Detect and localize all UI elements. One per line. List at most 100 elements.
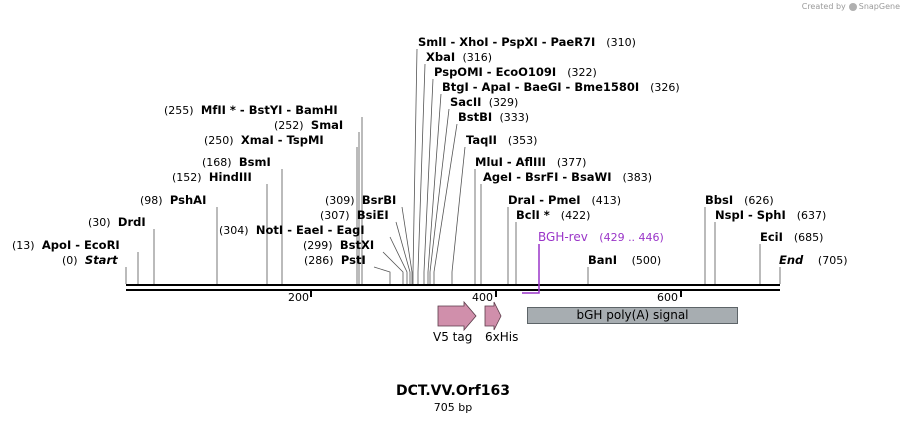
site-enzyme: BsiEI [356, 208, 389, 222]
site-enzyme: Start [84, 253, 118, 267]
site-enzyme: AgeI - BsrFI - BsaWI [483, 170, 612, 184]
v5-tag-label: V5 tag [433, 330, 473, 344]
site-enzyme: BclI * [516, 208, 550, 222]
site-pos: (307) [320, 209, 350, 222]
site-enzyme: BsrBI [361, 193, 397, 207]
site-ecii: EciI (685) [760, 230, 823, 245]
site-enzyme: ApoI - EcoRI [41, 238, 120, 252]
line-noti [389, 236, 408, 284]
site-pos: (322) [567, 66, 597, 79]
map-length: 705 bp [433, 401, 473, 414]
site-pos: (637) [796, 209, 827, 222]
site-pos: (316) [462, 51, 493, 64]
site-enzyme: PstI [340, 253, 366, 267]
site-drai: DraI - PmeI (413) [508, 193, 621, 208]
line-bsiei [395, 221, 411, 284]
site-pos: (250) [204, 134, 234, 147]
site-enzyme: End [779, 253, 804, 267]
site-enzyme: DrdI [117, 215, 146, 229]
tick-label-400: 400 [472, 291, 493, 304]
site-bani: BanI (500) [588, 253, 661, 268]
site-smai: (252) SmaI [274, 118, 343, 133]
map-title: DCT.VV.Orf163 [396, 383, 510, 399]
primer-arrow [522, 244, 540, 294]
site-sacii: SacII (329) [450, 95, 518, 110]
site-pos: (304) [219, 224, 249, 237]
line-sacii [429, 108, 450, 284]
site-pos: (252) [274, 119, 304, 132]
site-start: (0) Start [62, 253, 118, 268]
site-enzyme: BsmI [238, 155, 271, 169]
site-enzyme: SmlI - XhoI - PspXI - PaeR7I [418, 35, 596, 49]
site-enzyme: BstBI [458, 110, 493, 124]
site-drdi: (30) DrdI [88, 215, 146, 230]
site-pos: (30) [88, 216, 111, 229]
site-bsrbi: (309) BsrBI [325, 193, 396, 208]
site-nspi: NspI - SphI (637) [715, 208, 826, 223]
site-pos: (329) [488, 96, 519, 109]
site-enzyme: BbsI [705, 193, 734, 207]
site-enzyme: XmaI - TspMI [240, 133, 324, 147]
site-enzyme: BanI [588, 253, 617, 267]
site-bstxi: (299) BstXI [303, 238, 374, 253]
site-taqii: TaqII (353) [466, 133, 537, 148]
site-pos: (333) [499, 111, 530, 124]
primer-name: BGH-rev [538, 230, 588, 244]
site-enzyme: HindIII [208, 170, 252, 184]
cut-site-lines [125, 48, 781, 284]
site-hindiii: (152) HindIII [172, 170, 252, 185]
line-btgi [427, 93, 442, 284]
site-pos: (377) [556, 156, 587, 169]
site-bstbi: BstBI (333) [458, 110, 529, 125]
site-btgi: BtgI - ApaI - BaeGI - Bme1580I (326) [442, 80, 680, 95]
site-pos: (286) [304, 254, 334, 267]
site-pos: (0) [62, 254, 78, 267]
site-pos: (326) [650, 81, 680, 94]
site-enzyme: XbaI [426, 50, 456, 64]
site-enzyme: MfII * - BstYI - BamHI [200, 103, 338, 117]
site-pos: (353) [507, 134, 538, 147]
snapgene-logo-icon [848, 2, 857, 11]
site-enzyme: BstXI [339, 238, 375, 252]
site-pos: (98) [140, 194, 163, 207]
site-mlui: MluI - AflIII (377) [475, 155, 586, 170]
6xhis-label: 6xHis [485, 330, 519, 344]
site-pos: (383) [622, 171, 653, 184]
site-pos: (13) [12, 239, 35, 252]
site-pos: (152) [172, 171, 202, 184]
site-bamhi: (255) MfII * - BstYI - BamHI [164, 103, 338, 118]
v5-tag-arrow [437, 300, 477, 332]
credit-brand: SnapGene [858, 2, 900, 11]
line-pspomi [423, 78, 434, 284]
site-pos: (309) [325, 194, 355, 207]
site-enzyme: TaqII [466, 133, 497, 147]
site-pos: (500) [631, 254, 662, 267]
site-enzyme: SmaI [310, 118, 344, 132]
line-bstxi [382, 251, 404, 284]
site-agei: AgeI - BsrFI - BsaWI (383) [483, 170, 652, 185]
line-bstbi [433, 123, 458, 284]
site-enzyme: EciI [760, 230, 783, 244]
tick-label-200: 200 [288, 291, 309, 304]
site-bsiei: (307) BsiEI [320, 208, 389, 223]
site-pos: (310) [606, 36, 636, 49]
line-bsrbi [401, 206, 413, 284]
site-pos: (299) [303, 239, 333, 252]
site-end: End (705) [779, 253, 848, 268]
site-enzyme: PspOMI - EcoO109I [434, 65, 557, 79]
site-bsmi: (168) BsmI [202, 155, 271, 170]
tick-label-600: 600 [657, 291, 678, 304]
site-smli: SmlI - XhoI - PspXI - PaeR7I (310) [418, 35, 636, 50]
6xhis-arrow [484, 301, 502, 331]
site-pos: (685) [793, 231, 824, 244]
site-xmai: (250) XmaI - TspMI [204, 133, 324, 148]
site-enzyme: PshAI [169, 193, 207, 207]
site-xbai: XbaI (316) [426, 50, 492, 65]
site-enzyme: NspI - SphI [715, 208, 786, 222]
site-bbsi: BbsI (626) [705, 193, 774, 208]
site-pos: (626) [744, 194, 774, 207]
site-pspomi: PspOMI - EcoO109I (322) [434, 65, 597, 80]
site-bcli: BclI * (422) [516, 208, 590, 223]
